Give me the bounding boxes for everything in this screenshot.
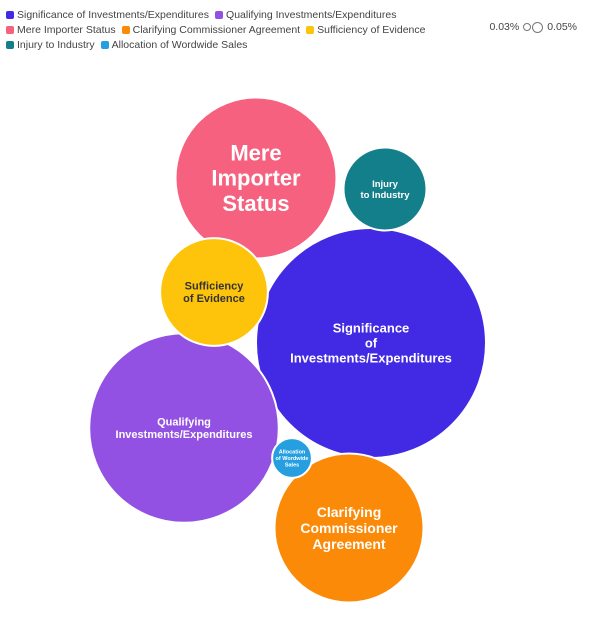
bubble-label-line: Investments/Expenditures — [290, 351, 452, 366]
bubble-label-line: Clarifying — [317, 504, 382, 520]
bubble-label-line: of Evidence — [183, 293, 245, 305]
legend-label: Significance of Investments/Expenditures — [17, 9, 210, 21]
bubble-label-line: Agreement — [312, 536, 385, 552]
legend-label: Injury to Industry — [17, 39, 95, 51]
bubble-label-line: Status — [222, 191, 289, 216]
legend-label: Mere Importer Status — [17, 24, 116, 36]
legend-item[interactable]: Mere Importer Status — [6, 23, 116, 38]
bubble-label-line: Qualifying — [157, 417, 211, 429]
bubble-label-line: Significance — [333, 321, 410, 336]
bubble-label-line: Sales — [285, 462, 299, 468]
bubble-label-line: to Industry — [360, 190, 410, 201]
bubble[interactable] — [273, 452, 425, 604]
legend-item[interactable]: Clarifying Commissioner Agreement — [121, 23, 301, 38]
legend-label: Sufficiency of Evidence — [317, 24, 426, 36]
legend-swatch — [6, 40, 14, 49]
legend-item[interactable]: Significance of Investments/Expenditures — [6, 8, 209, 23]
legend-label: Clarifying Commissioner Agreement — [132, 24, 301, 36]
bubble-label-line: of — [365, 336, 378, 351]
size-legend-min-label: 0.03% — [489, 21, 520, 33]
size-legend-large-circle — [532, 21, 544, 33]
legend-item[interactable]: Qualifying Investments/Expenditures — [215, 8, 396, 23]
bubble-label-line: Importer — [211, 166, 301, 191]
size-legend-small-circle — [523, 23, 532, 31]
bubble-label-line: Investments/Expenditures — [116, 429, 253, 441]
size-legend: 0.03% 0.05% — [489, 21, 577, 33]
legend-swatch — [100, 40, 109, 49]
legend-swatch — [306, 25, 315, 34]
bubble[interactable] — [271, 437, 313, 479]
legend-item[interactable]: Sufficiency of Evidence — [306, 23, 425, 38]
legend-swatch — [6, 10, 14, 19]
legend-label: Allocation of Wordwide Sales — [111, 39, 248, 51]
bubble-label-line: of Wordwide — [276, 456, 309, 462]
legend-item[interactable]: Injury to Industry — [6, 38, 95, 53]
legend-swatch — [215, 10, 224, 19]
legend-label: Qualifying Investments/Expenditures — [226, 9, 397, 21]
bubble-label-line: Sufficiency — [185, 281, 245, 293]
legend-item[interactable]: Allocation of Wordwide Sales — [100, 38, 248, 53]
legend-swatch — [6, 25, 14, 34]
bubble-label-line: Commissioner — [300, 520, 398, 536]
chart-legend: Significance of Investments/Expenditures… — [6, 8, 486, 53]
bubble[interactable] — [342, 146, 428, 232]
legend-swatch — [121, 25, 130, 34]
size-legend-max-label: 0.05% — [547, 21, 577, 33]
bubble[interactable] — [159, 237, 269, 347]
bubble-label-line: Injury — [372, 179, 399, 190]
bubble-label-line: Mere — [230, 140, 281, 165]
bubble-label-line: Allocation — [279, 450, 306, 456]
